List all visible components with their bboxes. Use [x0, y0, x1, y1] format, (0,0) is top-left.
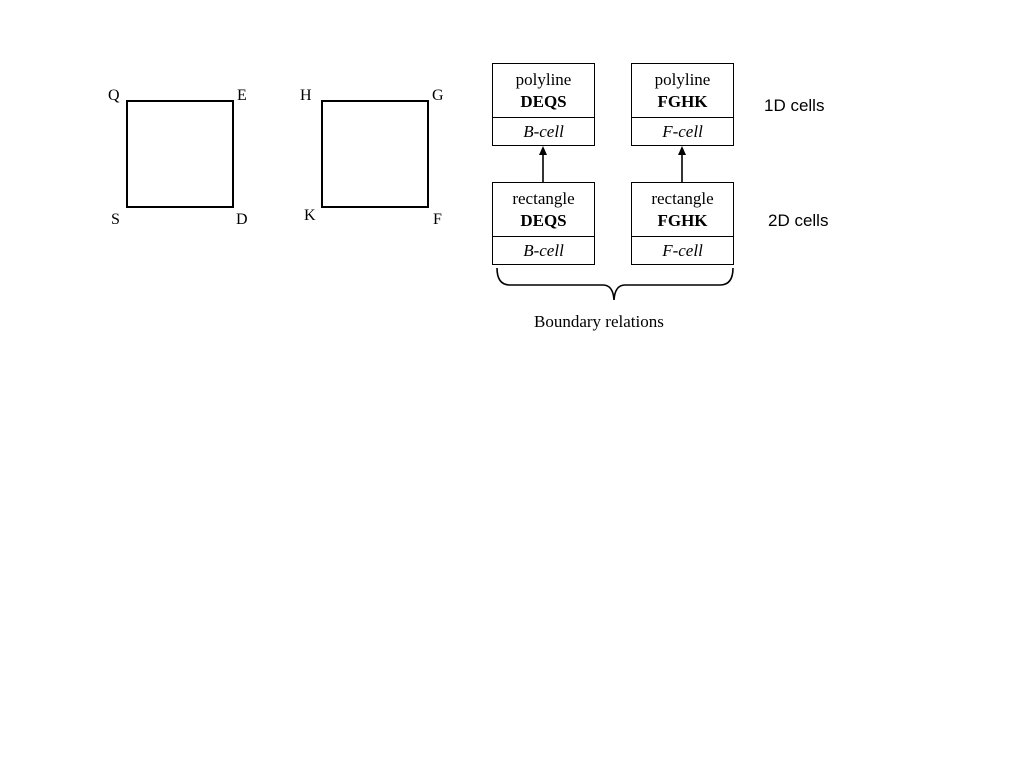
square-deqs — [126, 100, 234, 208]
cell-rectangle-fghk: rectangle FGHK F-cell — [631, 182, 734, 265]
boundary-relations-caption: Boundary relations — [534, 312, 664, 331]
cell-name-label: FGHK — [657, 92, 708, 111]
vertex-label-k: K — [304, 207, 316, 224]
square-fghk — [321, 100, 429, 208]
cell-name-label: FGHK — [657, 211, 708, 230]
vertex-label-h: H — [300, 87, 312, 104]
cell-kind-label: polyline — [654, 70, 711, 89]
vertex-label-f: F — [433, 211, 442, 228]
arrow-f-cell — [678, 146, 686, 182]
cell-type-label: F-cell — [662, 122, 703, 141]
cell-polyline-fghk: polyline FGHK F-cell — [631, 63, 734, 146]
row-label-2d: 2D cells — [768, 211, 829, 230]
cell-name-label: DEQS — [520, 211, 567, 230]
cell-kind-label: polyline — [515, 70, 572, 89]
cell-polyline-deqs: polyline DEQS B-cell — [492, 63, 595, 146]
cell-kind-label: rectangle — [651, 189, 714, 208]
cell-rectangle-deqs: rectangle DEQS B-cell — [492, 182, 595, 265]
arrow-b-cell — [539, 146, 547, 182]
vertex-label-d: D — [236, 211, 248, 228]
vertex-label-s: S — [111, 211, 120, 228]
cell-type-label: F-cell — [662, 241, 703, 260]
vertex-label-g: G — [432, 87, 444, 104]
vertex-label-e: E — [237, 87, 247, 104]
cell-kind-label: rectangle — [512, 189, 575, 208]
boundary-brace — [496, 267, 734, 301]
vertex-label-q: Q — [108, 87, 120, 104]
cell-name-label: DEQS — [520, 92, 567, 111]
cell-type-label: B-cell — [523, 241, 564, 260]
cell-type-label: B-cell — [523, 122, 564, 141]
row-label-1d: 1D cells — [764, 96, 825, 115]
